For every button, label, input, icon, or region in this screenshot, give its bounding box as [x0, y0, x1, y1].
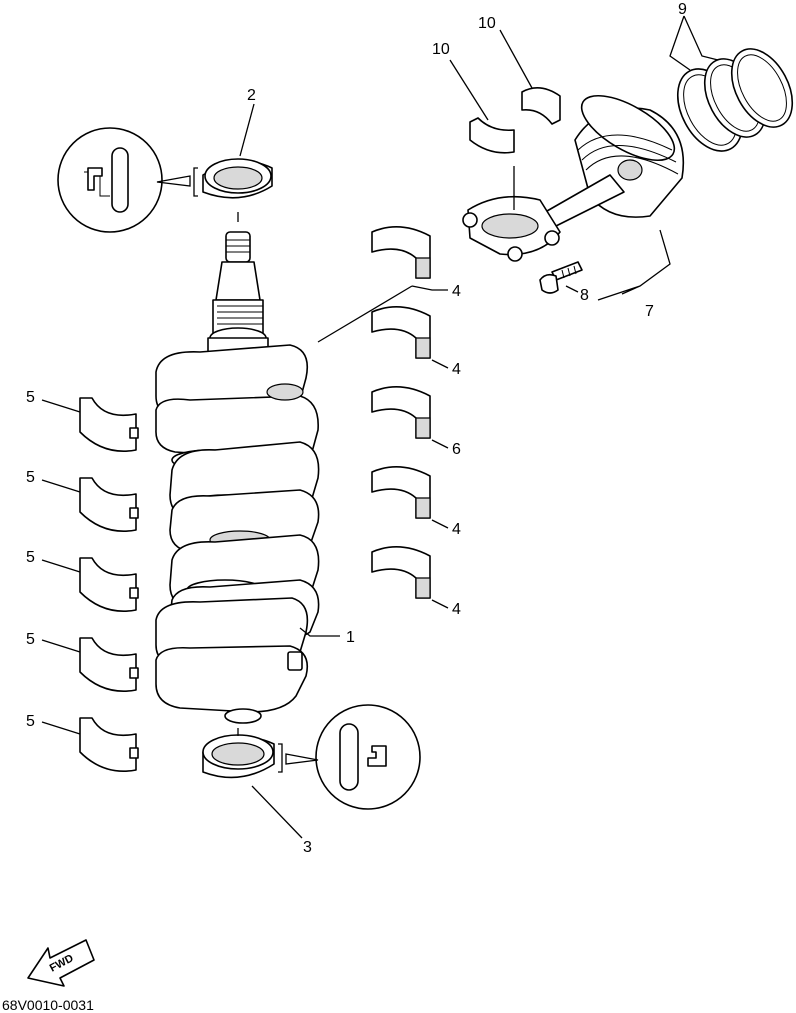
callout-5c: 5	[26, 549, 35, 566]
callout-4c: 4	[452, 521, 461, 538]
main-bearing-lower-3[interactable]	[79, 557, 139, 612]
crankshaft[interactable]	[155, 231, 320, 724]
callout-10b: 10	[478, 15, 496, 32]
main-bearing-upper-4[interactable]	[371, 546, 431, 599]
main-bearing-lower-1[interactable]	[79, 397, 139, 452]
callout-6: 6	[452, 441, 461, 458]
callout-4d: 4	[452, 601, 461, 618]
leader-lines	[41, 15, 719, 839]
main-bearing-lower-2[interactable]	[79, 477, 139, 532]
callout-5d: 5	[26, 631, 35, 648]
seal-detail-lower	[278, 704, 421, 810]
oil-seal-lower[interactable]	[202, 728, 275, 779]
callout-3: 3	[303, 839, 312, 856]
callout-9: 9	[678, 1, 687, 18]
main-bearing-lower-5[interactable]	[79, 717, 139, 772]
callout-5e: 5	[26, 713, 35, 730]
callout-2: 2	[247, 87, 256, 104]
piston-ring-3[interactable]	[719, 39, 796, 138]
drawing-code: 68V0010-0031	[2, 997, 94, 1013]
main-bearing-upper-3[interactable]	[371, 466, 431, 519]
conrod-bolt[interactable]	[539, 261, 583, 294]
thrust-bearing[interactable]	[371, 386, 431, 439]
main-bearing-upper-2[interactable]	[371, 306, 431, 359]
conrod-bearing-2[interactable]	[521, 87, 561, 125]
callout-5a: 5	[26, 389, 35, 406]
callout-1: 1	[346, 629, 355, 646]
main-bearing-lower-4[interactable]	[79, 637, 139, 692]
forward-arrow: FWD	[27, 939, 95, 987]
callout-labels: 1 2 3 4 4 6 4 4 5 5 5 5 5 7 8 9 10 10	[26, 1, 687, 856]
piston-conrod-assembly[interactable]	[462, 83, 685, 262]
main-bearing-upper-1[interactable]	[371, 226, 431, 279]
callout-7: 7	[645, 303, 654, 320]
callout-10a: 10	[432, 41, 450, 58]
seal-detail-upper	[57, 127, 198, 233]
callout-4a: 4	[452, 283, 461, 300]
oil-seal-upper[interactable]	[202, 158, 273, 222]
callout-4b: 4	[452, 361, 461, 378]
callout-8: 8	[580, 287, 589, 304]
callout-5b: 5	[26, 469, 35, 486]
conrod-bearing-1[interactable]	[469, 117, 515, 154]
